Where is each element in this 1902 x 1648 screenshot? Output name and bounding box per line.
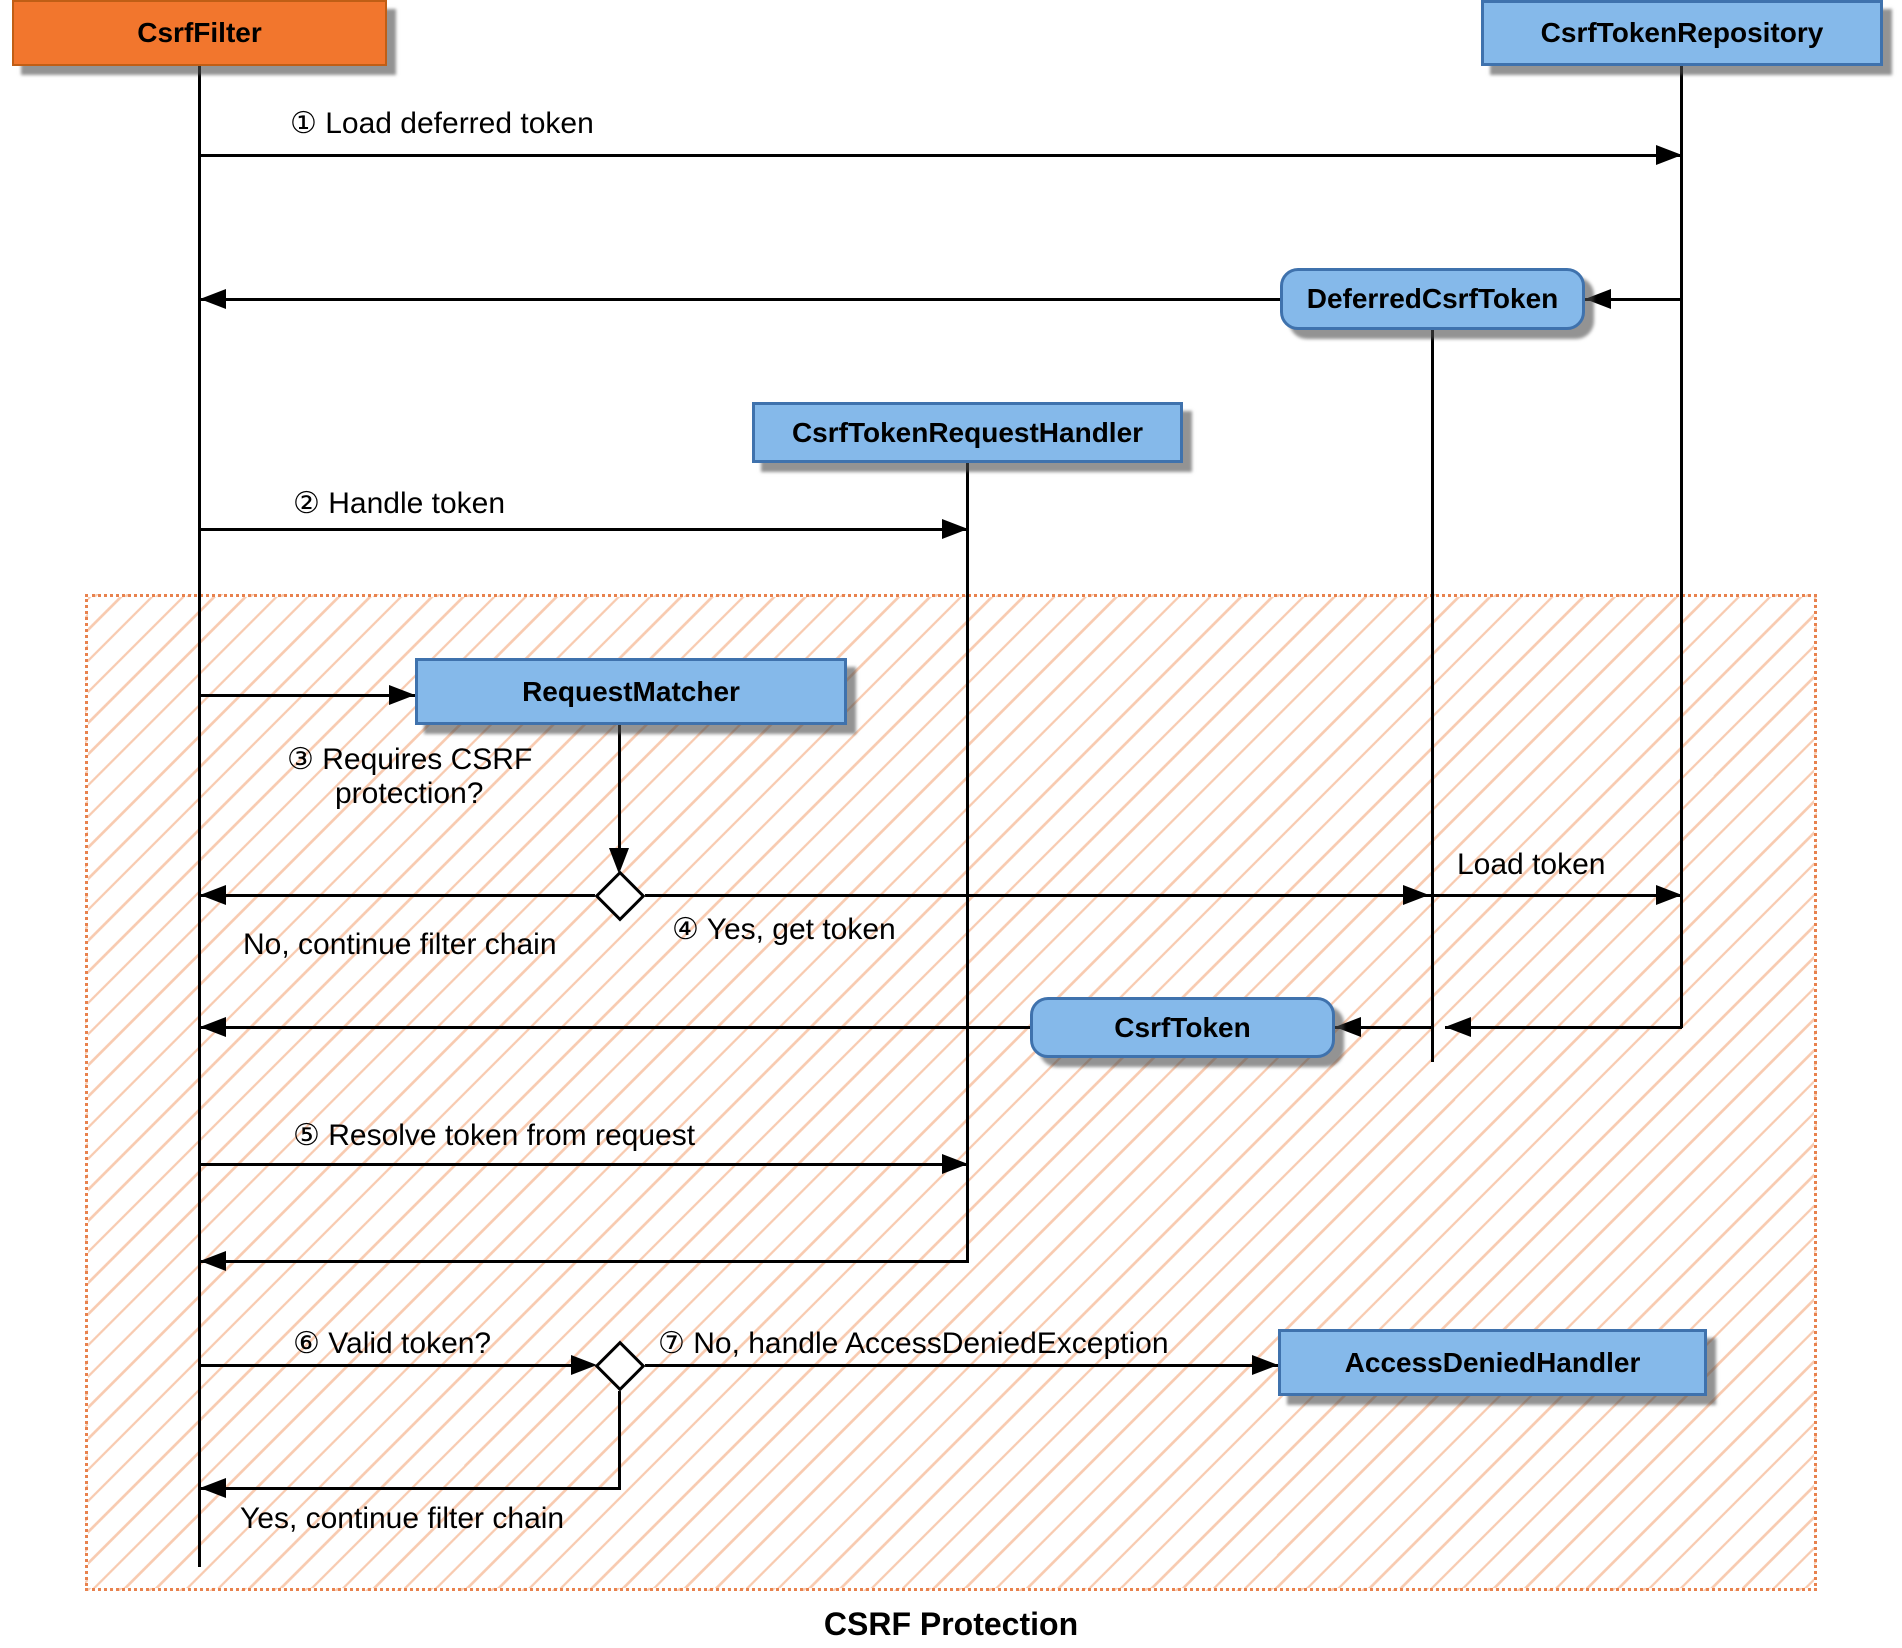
message-line-2: protection? bbox=[335, 777, 484, 810]
arrow-no-continue-filter-chain bbox=[200, 894, 595, 897]
arrow-resolve-token bbox=[200, 1163, 968, 1166]
arrow-request-matcher-to-decision bbox=[618, 725, 621, 850]
lifeline-deferred-csrf-token bbox=[1431, 330, 1434, 1062]
message-resolve-token: ⑤ Resolve token from request bbox=[293, 1119, 696, 1152]
arrow-csrf-token-to-filter bbox=[200, 1026, 1030, 1029]
arrow-load-deferred-token bbox=[200, 154, 1682, 157]
node-csrf-filter: CsrfFilter bbox=[12, 0, 387, 66]
arrowhead-left bbox=[200, 1478, 226, 1498]
message-load-deferred-token: ① Load deferred token bbox=[290, 107, 594, 140]
arrowhead-down bbox=[609, 848, 629, 874]
message-line-1: ③ Requires CSRF bbox=[287, 743, 533, 776]
arrow-deferred-to-filter bbox=[200, 298, 1280, 301]
arrowhead-left bbox=[200, 885, 226, 905]
arrow-yes-get-token bbox=[645, 894, 1682, 897]
arrow-valid-token bbox=[200, 1364, 580, 1367]
node-access-denied-handler: AccessDeniedHandler bbox=[1278, 1329, 1707, 1396]
message-no-continue-filter-chain: No, continue filter chain bbox=[243, 928, 557, 961]
arrowhead-left bbox=[1585, 289, 1611, 309]
arrowhead-right bbox=[1252, 1355, 1278, 1375]
node-csrf-token: CsrfToken bbox=[1030, 997, 1335, 1058]
node-deferred-csrf-token: DeferredCsrfToken bbox=[1280, 268, 1585, 330]
arrowhead-left bbox=[200, 1251, 226, 1271]
lifeline-csrf-token-repository bbox=[1680, 66, 1683, 1028]
node-csrf-token-request-handler: CsrfTokenRequestHandler bbox=[752, 402, 1183, 463]
message-requires-csrf-protection: ③ Requires CSRF protection? bbox=[287, 742, 532, 811]
node-csrf-token-repository: CsrfTokenRepository bbox=[1481, 0, 1883, 66]
message-yes-get-token: ④ Yes, get token bbox=[672, 913, 896, 946]
arrowhead-right bbox=[1656, 885, 1682, 905]
arrow-deferred-to-csrf-token bbox=[1335, 1026, 1433, 1029]
diagram-title: CSRF Protection bbox=[823, 1606, 1079, 1642]
message-yes-continue-filter-chain: Yes, continue filter chain bbox=[240, 1502, 565, 1535]
lifeline-csrf-token-request-handler bbox=[966, 463, 969, 1263]
arrow-repo-to-deferred-token-line bbox=[1445, 1026, 1682, 1029]
message-load-token: Load token bbox=[1457, 848, 1606, 881]
arrow-repo-to-deferred bbox=[1585, 298, 1682, 301]
arrow-to-access-denied-handler bbox=[645, 1364, 1278, 1367]
arrowhead-left bbox=[1335, 1017, 1361, 1037]
message-valid-token: ⑥ Valid token? bbox=[293, 1327, 492, 1360]
message-handle-token: ② Handle token bbox=[293, 487, 506, 520]
node-request-matcher: RequestMatcher bbox=[415, 658, 847, 725]
arrow-yes-branch-vertical bbox=[618, 1391, 621, 1490]
arrowhead-right bbox=[942, 519, 968, 539]
arrowhead-right bbox=[942, 1154, 968, 1174]
lifeline-csrf-filter bbox=[198, 66, 201, 1567]
arrowhead-right bbox=[1403, 885, 1429, 905]
arrowhead-right bbox=[571, 1355, 597, 1375]
arrowhead-right bbox=[1656, 145, 1682, 165]
arrow-filter-to-request-matcher bbox=[200, 694, 415, 697]
arrowhead-right bbox=[389, 685, 415, 705]
arrow-handle-token bbox=[200, 528, 968, 531]
csrf-protection-region bbox=[85, 594, 1817, 1591]
arrowhead-left bbox=[1445, 1017, 1471, 1037]
arrow-handler-return bbox=[200, 1260, 968, 1263]
arrowhead-left bbox=[200, 289, 226, 309]
arrowhead-left bbox=[200, 1017, 226, 1037]
arrow-yes-continue-filter-chain bbox=[200, 1487, 621, 1490]
message-no-handle-access-denied: ⑦ No, handle AccessDeniedException bbox=[658, 1327, 1169, 1360]
